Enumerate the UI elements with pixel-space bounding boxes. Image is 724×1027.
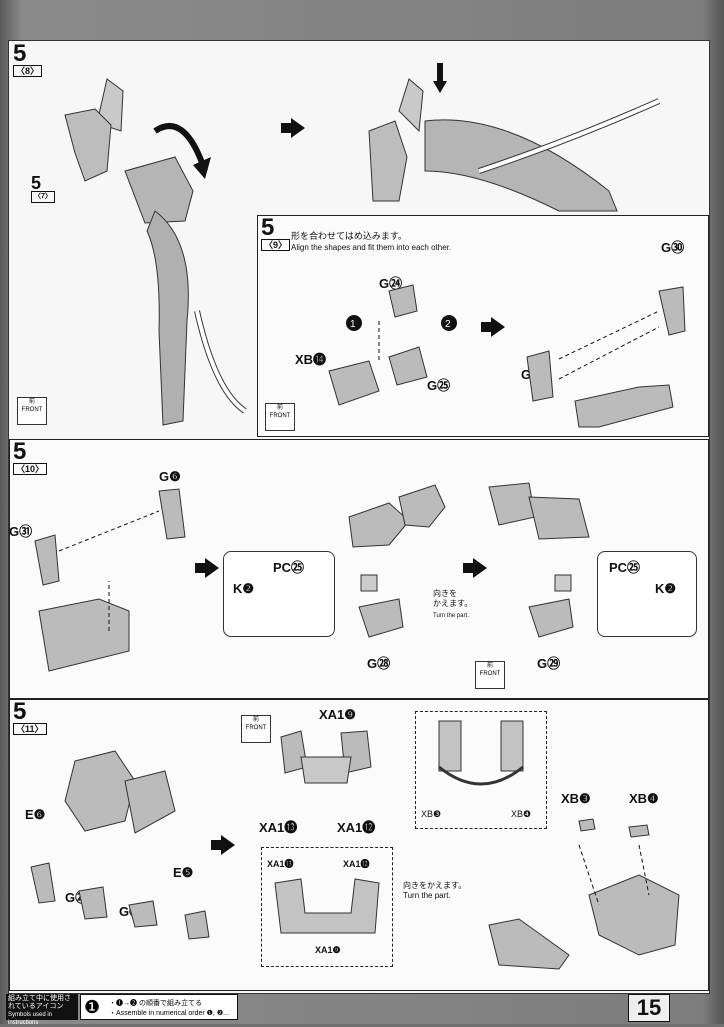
label-xa112-top: XA1⓬ xyxy=(337,820,376,835)
step-11-parts-left xyxy=(30,750,210,940)
step-9-flow-arrow xyxy=(481,317,505,337)
step-10-panel xyxy=(9,439,709,699)
label-xb4: XB❹ xyxy=(629,791,659,806)
label-g29: G㉙ xyxy=(537,656,561,671)
step-11-xa1-assembly xyxy=(280,730,372,784)
page-number: 15 xyxy=(628,994,670,1022)
label-xb14: XB⓮ xyxy=(295,352,327,367)
step-9-note-en: Align the shapes and fit them into each … xyxy=(291,243,452,252)
label-xb4-box: XB❹ xyxy=(511,809,532,819)
label-g28: G㉘ xyxy=(367,656,391,671)
label-xa19-top: XA1❾ xyxy=(319,707,356,722)
step-11-flow-arrow xyxy=(211,835,235,855)
step-9-number: 5 〈9〉 xyxy=(261,216,291,251)
label-xb3: XB❸ xyxy=(561,791,591,806)
step-10-parts-left xyxy=(34,488,186,672)
step-8-number: 5 〈8〉 xyxy=(13,42,43,77)
label-e6: E❻ xyxy=(25,807,46,822)
step-10-number: 5 〈10〉 xyxy=(13,440,48,475)
step-8-flow-arrow xyxy=(281,118,305,138)
label-e5: E❺ xyxy=(173,865,194,880)
step-10-flow-arrow-1 xyxy=(195,558,219,578)
head-assembly-illustration xyxy=(64,78,247,426)
step-9-parts-right xyxy=(526,286,686,428)
xa1-reverse-view-illustration xyxy=(274,878,380,934)
label-pc25-right: PC㉕ xyxy=(609,560,641,575)
step-11-turn-en: Turn the part. xyxy=(403,891,451,900)
label-xa113-box: XA1⓭ xyxy=(267,859,294,869)
label-xa112-box: XA1⓬ xyxy=(343,859,370,869)
label-xa19-box: XA1❾ xyxy=(315,945,341,955)
step-9-parts-left: 1 2 xyxy=(328,284,457,406)
label-g25: G㉕ xyxy=(427,378,451,393)
step-7-ref-number: 5 〈7〉 xyxy=(31,174,55,203)
step-11-turn-jp: 向きをかえます。 xyxy=(403,881,467,890)
step-10-flow-arrow-2 xyxy=(463,558,487,578)
label-g30: G㉚ xyxy=(661,240,685,255)
xb-reference-illustration xyxy=(438,720,524,786)
order-text-en: ・Assemble in numerical order ❶, ❷... xyxy=(109,1010,229,1017)
xb-reference-box xyxy=(415,711,547,829)
step-10-parts-right xyxy=(488,482,590,638)
label-g24: G㉔ xyxy=(379,276,403,291)
label-k2-right: K❷ xyxy=(655,581,677,596)
order-icon: ❶ xyxy=(84,997,101,1017)
label-g31: G㉛ xyxy=(9,524,33,539)
xa1-reverse-view-box xyxy=(261,847,393,967)
step-11-final-assembly xyxy=(488,818,680,970)
svg-text:2: 2 xyxy=(445,319,451,330)
step-11-number: 5 〈11〉 xyxy=(13,700,47,735)
step-9-note-jp: 形を合わせてはめ込みます。 xyxy=(291,231,407,241)
step-10-inset-left xyxy=(223,551,335,637)
head-inserted-illustration xyxy=(368,63,661,212)
label-k2-left: K❷ xyxy=(233,581,255,596)
label-g6: G❻ xyxy=(159,469,181,484)
icon-legend-content: ❶ ・❶→❷ の順番で組み立てる ・Assemble in numerical … xyxy=(80,994,238,1020)
step-10-turn-jp: 向きを かえます。 xyxy=(433,589,473,608)
svg-text:1: 1 xyxy=(350,319,356,330)
step-10-turn-en: Turn the part. xyxy=(433,613,469,619)
order-text-jp: ・❶→❷ の順番で組み立てる xyxy=(109,1000,202,1007)
step-10-parts-center xyxy=(348,484,446,638)
label-xb3-box: XB❸ xyxy=(421,809,442,819)
label-xa113-top: XA1⓭ xyxy=(259,820,298,835)
step-10-inset-right xyxy=(597,551,697,637)
label-pc25-left: PC㉕ xyxy=(273,560,305,575)
